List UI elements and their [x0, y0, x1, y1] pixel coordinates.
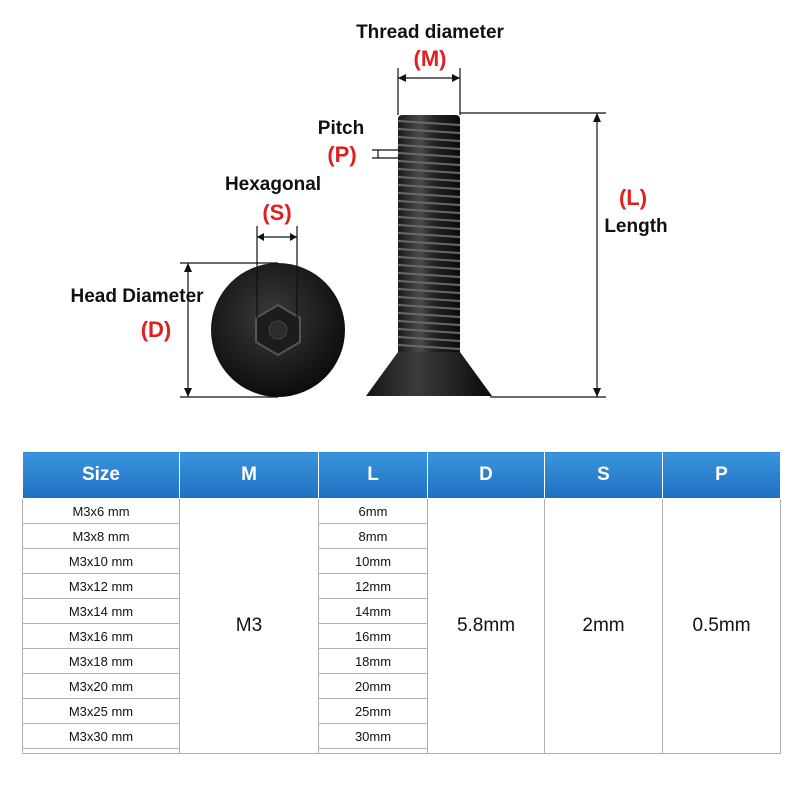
length-symbol: (L) [619, 185, 647, 210]
arrow-m-left [398, 74, 406, 82]
head-diameter-symbol: (D) [141, 317, 172, 342]
pitch-symbol: (P) [327, 142, 356, 167]
thread-ridge [397, 240, 461, 246]
thread-ridge [397, 288, 461, 294]
length-cell: 10mm [318, 548, 428, 574]
head-diameter-label: Head Diameter [70, 286, 204, 307]
thread-ridge [397, 136, 461, 142]
thread-ridge [397, 264, 461, 270]
thread-ridge [397, 328, 461, 334]
hex-socket-center [268, 320, 288, 340]
header-d: D [427, 451, 545, 499]
table-row: M3x16 mm 16mm [22, 623, 781, 649]
size-cell: M3x20 mm [22, 673, 180, 699]
thread-ridge [397, 120, 461, 126]
size-cell: M3x8 mm [22, 523, 180, 549]
pitch-value-cell: 0.5mm [662, 498, 781, 754]
length-label: Length [604, 216, 667, 237]
thread-ridge [397, 312, 461, 318]
thread-ridge [397, 216, 461, 222]
length-cell: 12mm [318, 573, 428, 599]
length-cell-empty [318, 748, 428, 754]
length-cell: 25mm [318, 698, 428, 724]
arrow-d-top [184, 263, 192, 272]
header-l: L [318, 451, 428, 499]
size-cell: M3x12 mm [22, 573, 180, 599]
table-row: M3x12 mm 12mm [22, 573, 781, 599]
thread-diameter-label: Thread diameter [356, 22, 504, 43]
thread-ridge [397, 344, 461, 350]
thread-ridge [397, 320, 461, 326]
size-cell: M3x16 mm [22, 623, 180, 649]
table-header-row: Size M L D S P [22, 451, 781, 499]
length-cell: 8mm [318, 523, 428, 549]
thread-ridge [397, 176, 461, 182]
thread-ridge [397, 144, 461, 150]
length-cell: 16mm [318, 623, 428, 649]
screw-threads [397, 120, 461, 350]
thread-ridge [397, 280, 461, 286]
arrow-l-top [593, 113, 601, 122]
size-cell-empty [22, 748, 180, 754]
size-cell: M3x14 mm [22, 598, 180, 624]
spec-table: Size M L D S P M3x6 mm M3 6mm 5.8mm 2mm … [22, 451, 781, 754]
thread-ridge [397, 336, 461, 342]
thread-value-cell: M3 [179, 498, 319, 754]
table-row: M3x30 mm 30mm [22, 723, 781, 749]
table-row: M3x10 mm 10mm [22, 548, 781, 574]
screw-side-view [366, 115, 492, 396]
length-cell: 18mm [318, 648, 428, 674]
thread-ridge [397, 296, 461, 302]
thread-ridge [397, 232, 461, 238]
thread-diameter-symbol: (M) [414, 46, 447, 71]
table-row: M3x6 mm M3 6mm 5.8mm 2mm 0.5mm [22, 498, 781, 754]
length-cell: 20mm [318, 673, 428, 699]
table-row-partial [22, 748, 781, 754]
thread-ridge [397, 152, 461, 158]
screw-head-top-view [211, 263, 345, 397]
table-row: M3x18 mm 18mm [22, 648, 781, 674]
arrow-s-right [290, 233, 297, 241]
arrow-d-bottom [184, 388, 192, 397]
thread-ridge [397, 200, 461, 206]
thread-ridge [397, 128, 461, 134]
size-cell: M3x10 mm [22, 548, 180, 574]
table-row: M3x14 mm 14mm [22, 598, 781, 624]
screw-countersunk-head [366, 352, 492, 396]
header-m: M [179, 451, 319, 499]
size-cell: M3x6 mm [22, 498, 180, 524]
thread-ridge [397, 248, 461, 254]
head-diameter-value-cell: 5.8mm [427, 498, 545, 754]
hex-value-cell: 2mm [544, 498, 663, 754]
screw-diagram: Thread diameter (M) Pitch (P) Hexagonal … [70, 22, 668, 398]
thread-ridge [397, 224, 461, 230]
arrow-m-right [452, 74, 460, 82]
size-cell: M3x30 mm [22, 723, 180, 749]
thread-ridge [397, 256, 461, 262]
header-p: P [662, 451, 781, 499]
table-row: M3x20 mm 20mm [22, 673, 781, 699]
length-cell: 30mm [318, 723, 428, 749]
thread-ridge [397, 208, 461, 214]
header-s: S [544, 451, 663, 499]
thread-ridge [397, 304, 461, 310]
thread-ridge [397, 192, 461, 198]
header-size: Size [22, 451, 180, 499]
thread-ridge [397, 160, 461, 166]
arrow-l-bottom [593, 388, 601, 397]
thread-ridge [397, 184, 461, 190]
size-cell: M3x25 mm [22, 698, 180, 724]
arrow-s-left [257, 233, 264, 241]
size-cell: M3x18 mm [22, 648, 180, 674]
thread-ridge [397, 168, 461, 174]
length-cell: 14mm [318, 598, 428, 624]
table-row: M3x8 mm 8mm [22, 523, 781, 549]
length-cell: 6mm [318, 498, 428, 524]
hexagonal-symbol: (S) [262, 200, 291, 225]
thread-ridge [397, 272, 461, 278]
hexagonal-label: Hexagonal [225, 174, 321, 195]
pitch-label: Pitch [318, 118, 364, 139]
